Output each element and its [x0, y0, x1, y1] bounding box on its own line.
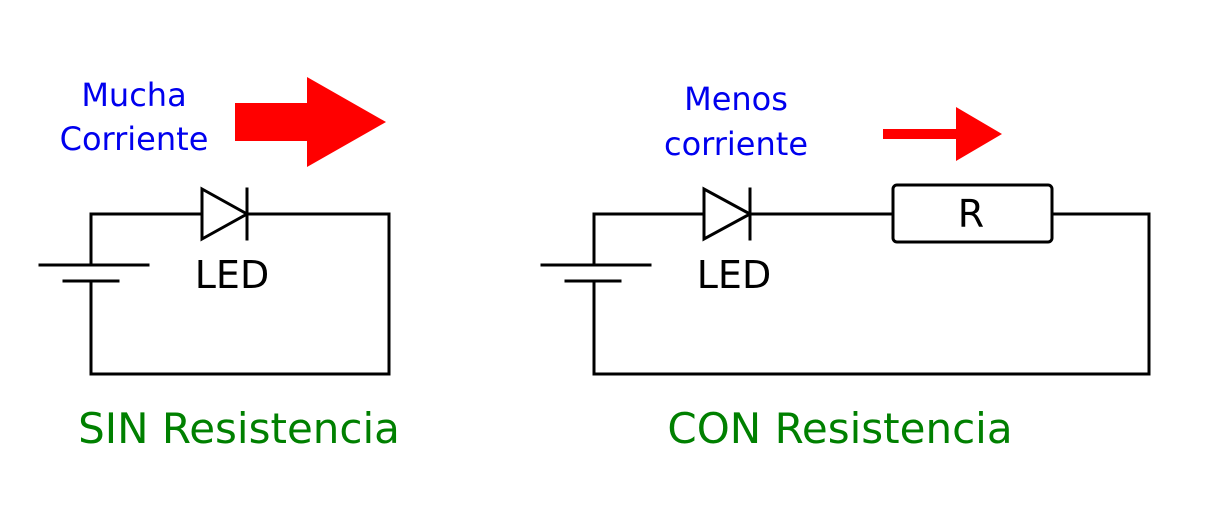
- right-wire-top-left: [592, 212, 706, 267]
- left-wire-top-left: [89, 212, 204, 267]
- left-current-label-line2: Corriente: [60, 120, 209, 158]
- left-wire-loop: [89, 212, 391, 376]
- left-circuit: Mucha Corriente LED SIN Resistencia: [38, 76, 400, 453]
- right-current-arrow: [883, 107, 1002, 161]
- left-current-label-line1: Mucha: [81, 76, 186, 114]
- left-diode-icon: [200, 186, 251, 242]
- right-current-label-line2: corriente: [664, 125, 808, 163]
- resistor-label: R: [958, 192, 984, 236]
- right-circuit: Menos corriente R LED CON Resistencia: [540, 80, 1151, 453]
- resistor-icon: [891, 183, 1054, 244]
- left-diode-label: LED: [195, 253, 269, 297]
- left-current-arrow: [235, 77, 386, 167]
- left-battery-icon: [38, 263, 150, 283]
- right-circuit-title: CON Resistencia: [667, 404, 1012, 453]
- right-battery-icon: [540, 263, 652, 283]
- right-diode-label: LED: [697, 253, 771, 297]
- right-wire-loop: [592, 212, 1151, 376]
- right-current-label-line1: Menos: [684, 80, 788, 118]
- left-circuit-title: SIN Resistencia: [78, 404, 400, 453]
- right-diode-icon: [702, 186, 754, 242]
